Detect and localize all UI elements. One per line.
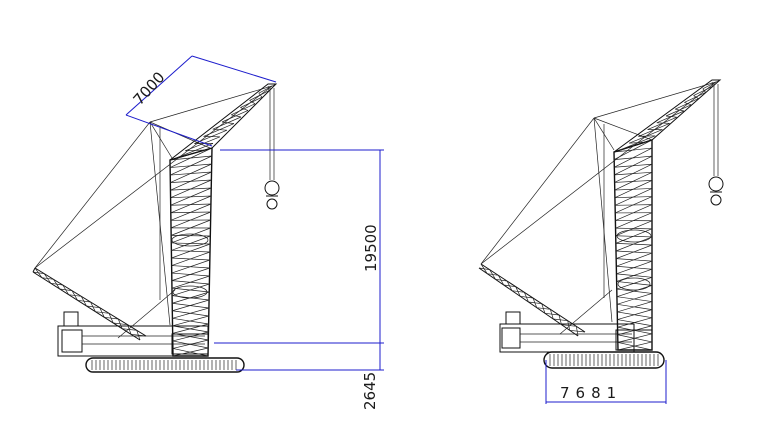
lift-height-label: 19500 [362,224,380,272]
jib-length-label: 7000 [130,68,169,108]
right-crane-dimensions: 7681 [545,360,667,404]
right-crane-hook [708,84,724,206]
right-crane-back-mast [478,263,613,337]
left-crane [32,83,280,373]
left-crane-hook [264,88,280,210]
right-crane-pendants [480,81,717,323]
right-crane [478,79,724,369]
track-length-label: 7681 [560,384,622,402]
left-crane-body [57,311,209,357]
left-crane-track [85,357,245,373]
right-crane-track [543,351,665,369]
left-crane-pendants [34,85,273,326]
left-crane-main-boom [169,147,213,357]
left-crane-dimensions: 7000 19500 2645 [125,55,384,410]
track-height-label: 2645 [361,372,379,410]
left-crane-back-mast [32,267,176,341]
right-crane-main-boom [613,139,653,351]
left-crane-luffing-jib [169,83,278,161]
